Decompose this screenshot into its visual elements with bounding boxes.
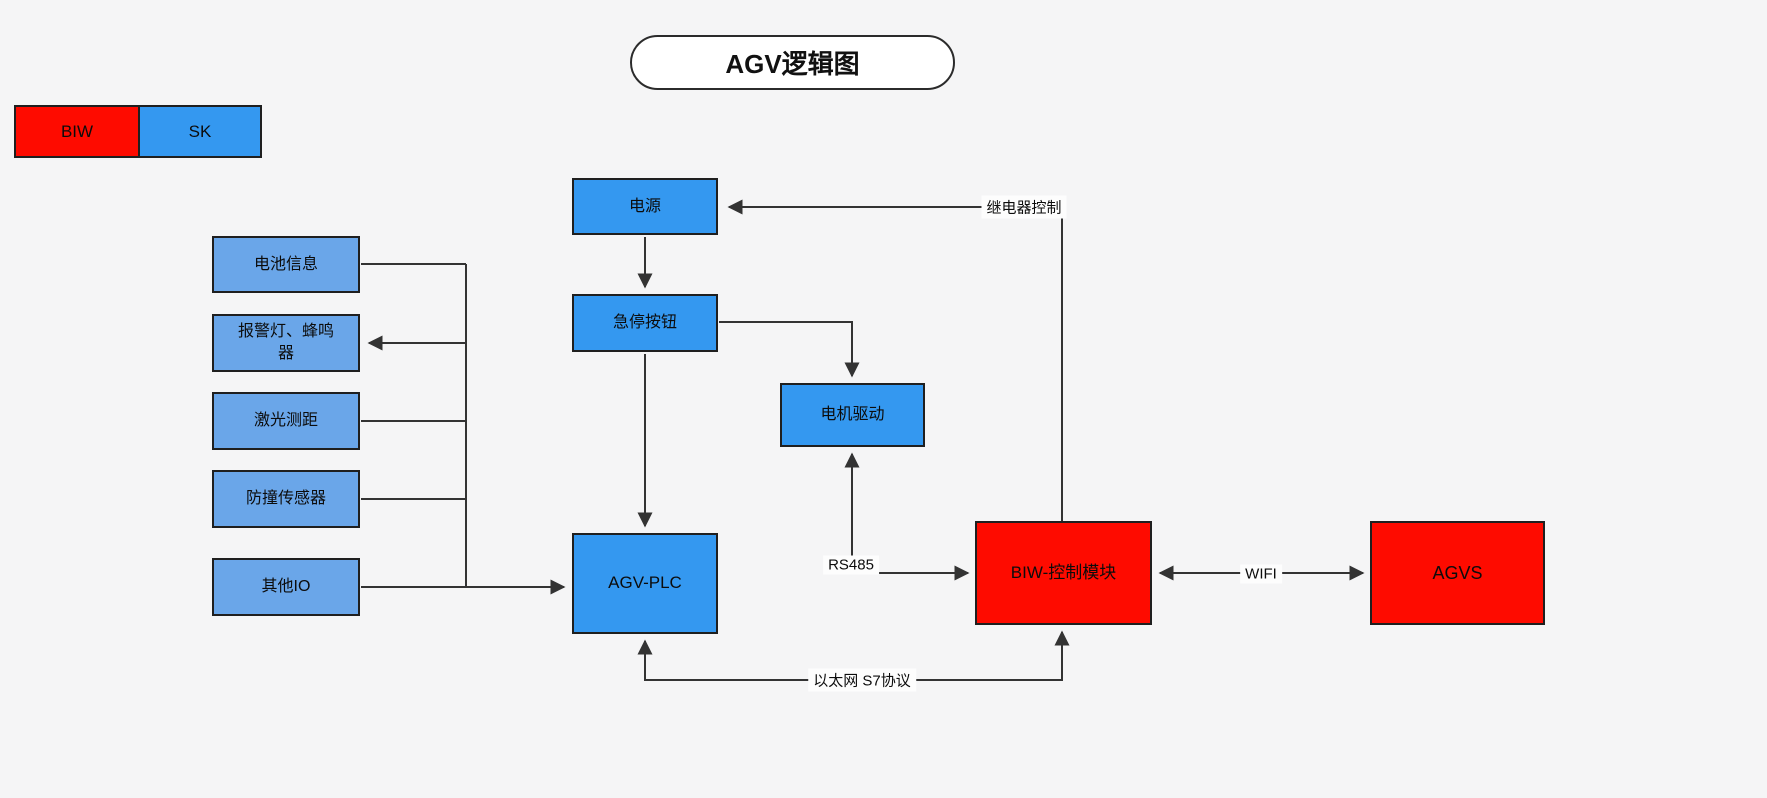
node-other-io[interactable]: 其他IO	[212, 558, 360, 616]
node-alarm-buzzer-label: 报警灯、蜂鸣器	[237, 323, 334, 362]
edge-label-relay-control: 继电器控制	[981, 195, 1067, 219]
legend-item-sk[interactable]: SK	[138, 105, 262, 158]
node-battery-info[interactable]: 电池信息	[212, 236, 360, 293]
edge-label-ethernet-s7: 以太网 S7协议	[808, 668, 916, 692]
node-alarm-buzzer[interactable]: 报警灯、蜂鸣器	[212, 314, 360, 372]
edge-label-rs485: RS485	[823, 555, 879, 575]
edge-label-wifi: WIFI	[1240, 564, 1282, 584]
legend: BIW SK	[14, 105, 262, 158]
node-motor-drive[interactable]: 电机驱动	[780, 383, 925, 447]
node-collision-sensor[interactable]: 防撞传感器	[212, 470, 360, 528]
node-laser-ranging[interactable]: 激光测距	[212, 392, 360, 450]
node-agvs[interactable]: AGVS	[1370, 521, 1545, 625]
legend-item-biw[interactable]: BIW	[14, 105, 140, 158]
node-estop-button[interactable]: 急停按钮	[572, 294, 718, 352]
node-agv-plc[interactable]: AGV-PLC	[572, 533, 718, 634]
node-biw-control-module[interactable]: BIW-控制模块	[975, 521, 1152, 625]
node-power[interactable]: 电源	[572, 178, 718, 235]
diagram-title: AGV逻辑图	[630, 35, 955, 90]
